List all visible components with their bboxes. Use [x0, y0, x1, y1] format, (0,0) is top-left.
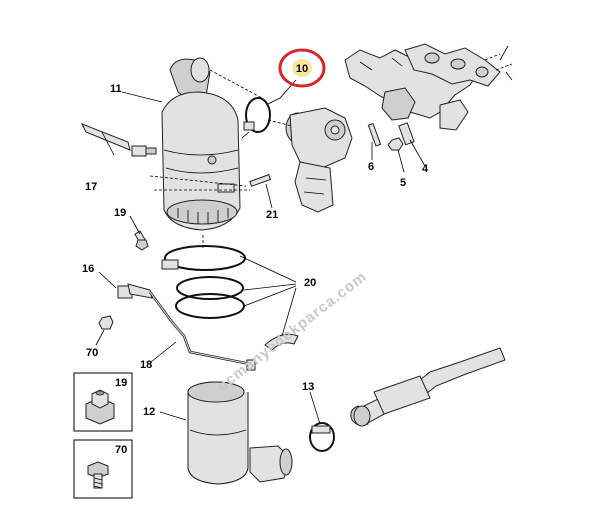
particulate-filter: [187, 381, 293, 485]
watermark-text: ucmanyedekparca.com: [214, 268, 370, 395]
callout-19: 19: [114, 207, 126, 219]
legend-box-19: 19: [73, 372, 133, 432]
callout-6: 6: [368, 161, 374, 173]
catalytic-converter: [161, 57, 241, 231]
bracket-nut: [98, 315, 114, 330]
callout-18: 18: [140, 359, 152, 371]
mounting-stud: [249, 174, 272, 187]
spacer-sleeve: [398, 122, 415, 146]
flange-bolt-icon: [87, 461, 109, 489]
callout-20: 20: [304, 277, 316, 289]
pressure-pipe-bracket: [117, 283, 153, 299]
callout-17: 17: [85, 181, 97, 193]
legend-box-70: 70: [73, 439, 133, 499]
callout-16: 16: [82, 263, 94, 275]
callout-12: 12: [143, 406, 155, 418]
manifold-stud: [367, 122, 382, 147]
intermediate-pipe: [350, 347, 506, 427]
callout-13: 13: [302, 381, 314, 393]
callout-4: 4: [422, 163, 429, 175]
exhaust-temperature-sensor: [80, 123, 157, 157]
callout-70: 70: [86, 347, 98, 359]
turbocharger: [285, 107, 353, 213]
callout-11: 11: [110, 83, 122, 95]
gasket-ring-upper: [176, 276, 244, 300]
callout-5: 5: [400, 177, 406, 189]
gasket-ring-lower: [175, 293, 245, 319]
legend-box-19-number: 19: [115, 377, 127, 389]
callout-10-highlight: 10: [278, 48, 326, 88]
bolt-small: [134, 230, 149, 251]
manifold-gasket: [404, 43, 501, 87]
pressure-pipe: [148, 291, 256, 371]
turbo-clamp: [241, 97, 271, 139]
pipe-clamp: [309, 422, 335, 452]
callout-21: 21: [266, 209, 278, 221]
half-shell-gasket: [264, 333, 299, 351]
legend-box-70-number: 70: [115, 444, 127, 456]
exhaust-clamp-ring: [161, 245, 246, 271]
callout-10: 10: [296, 63, 308, 75]
manifold-nut: [387, 137, 404, 151]
flange-nut-icon: [85, 389, 115, 425]
